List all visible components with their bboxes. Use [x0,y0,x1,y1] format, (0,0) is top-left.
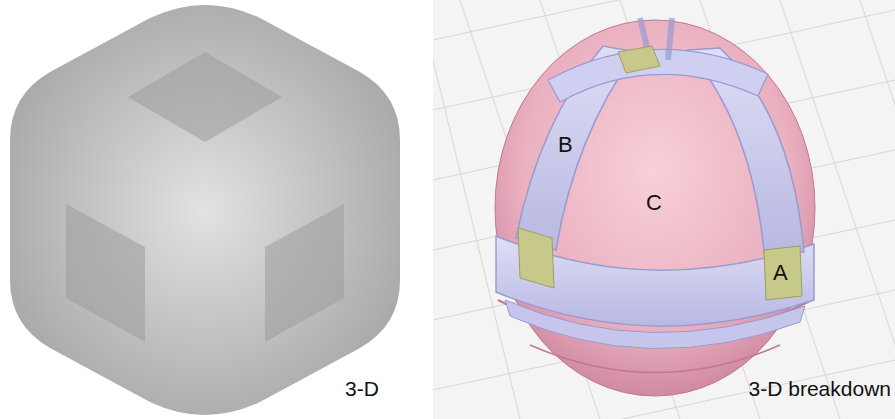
view-caption: 3-D breakdown [749,378,891,399]
view-caption: 3-D [345,378,379,399]
part-label: B [558,134,573,156]
grid-floor [433,0,895,419]
sphere-breakdown [495,18,815,396]
rounded-cube [10,5,400,415]
part-label: C [646,192,662,214]
part-label: A [773,262,788,284]
